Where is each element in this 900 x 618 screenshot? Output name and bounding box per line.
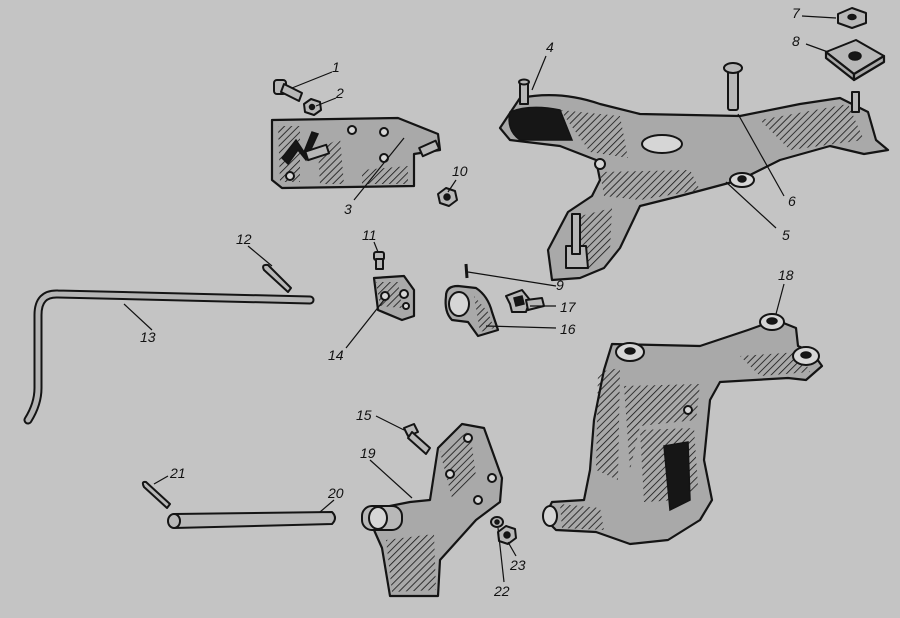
- part-16-lever: [444, 284, 500, 338]
- part-22-washer: [490, 516, 504, 528]
- part-21-cotter-pin: [141, 480, 171, 509]
- callout-16: 16: [560, 321, 576, 337]
- callout-4: 4: [546, 39, 554, 55]
- part-6-bolt: [723, 62, 743, 111]
- part-12-cotter-pin: [262, 263, 292, 293]
- part-13-bent-rod: [23, 289, 315, 425]
- callout-2: 2: [335, 85, 344, 101]
- callout-22: 22: [493, 583, 510, 599]
- part-8-square-washer: [824, 39, 886, 82]
- part-1-bolt: [273, 79, 303, 102]
- callout-7: 7: [792, 5, 801, 21]
- part-2-nut: [303, 98, 322, 116]
- callout-18: 18: [778, 267, 794, 283]
- part-3-bracket: [270, 116, 442, 190]
- callout-14: 14: [328, 347, 344, 363]
- callout-5: 5: [782, 227, 790, 243]
- callout-15: 15: [356, 407, 372, 423]
- part-7-nut: [837, 7, 867, 29]
- part-18-pedal-bracket: [542, 313, 824, 546]
- callout-1: 1: [332, 59, 340, 75]
- part-9-pin: [464, 263, 469, 279]
- part-4-stud: [518, 78, 530, 105]
- callout-6: 6: [788, 193, 796, 209]
- part-19-pedal-lever: [361, 422, 504, 598]
- part-10-nut: [437, 187, 458, 207]
- callout-8: 8: [792, 33, 800, 49]
- part-17-spring-clip: [505, 289, 545, 313]
- stud-front: [571, 213, 581, 255]
- part-23-nut: [497, 525, 517, 545]
- callout-11: 11: [362, 227, 377, 243]
- part-20-axle-pin: [167, 511, 336, 529]
- callout-23: 23: [509, 557, 526, 573]
- stud-right: [851, 91, 860, 113]
- callout-20: 20: [327, 485, 344, 501]
- part-cross-member: [498, 94, 890, 282]
- part-15-bolt: [403, 423, 431, 455]
- callout-13: 13: [140, 329, 156, 345]
- part-11-bolt: [373, 251, 385, 270]
- callout-21: 21: [169, 465, 186, 481]
- callout-labels: 1 2 3 4 5 6 7 8 9 10 11 12 13 14 15 16 1…: [140, 5, 801, 599]
- callout-12: 12: [236, 231, 252, 247]
- part-14-angle-bracket: [372, 274, 416, 322]
- leader-lines: [123, 15, 837, 583]
- callout-9: 9: [556, 277, 564, 293]
- callout-10: 10: [452, 163, 468, 179]
- callout-17: 17: [560, 299, 577, 315]
- callout-3: 3: [344, 201, 352, 217]
- callout-19: 19: [360, 445, 376, 461]
